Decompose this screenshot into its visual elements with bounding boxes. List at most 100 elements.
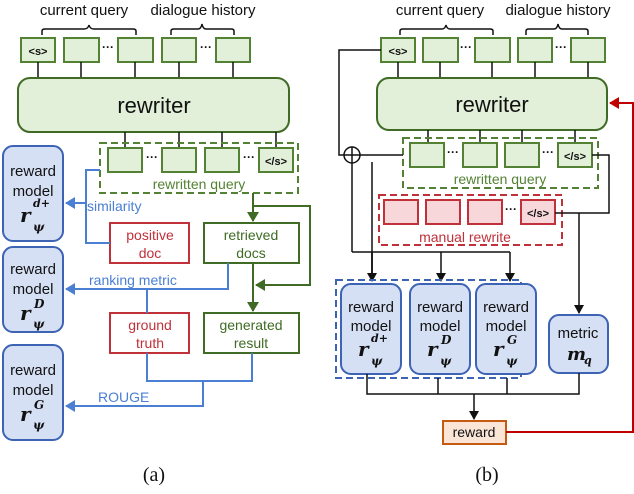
combine-icon bbox=[343, 146, 361, 164]
manual-end-token bbox=[520, 199, 556, 225]
reward-subscript: ψ bbox=[440, 354, 452, 368]
generated-result-label: generated bbox=[219, 317, 282, 333]
reward-model-line2: model bbox=[420, 318, 461, 335]
reward-model-line1: reward bbox=[483, 299, 529, 316]
ground-truth-label: ground bbox=[128, 317, 172, 333]
history-token bbox=[215, 37, 251, 63]
reward-superscript: D bbox=[440, 333, 452, 347]
history-token bbox=[161, 37, 197, 63]
metric-symbol: m bbox=[567, 344, 586, 365]
rewriter-label: rewriter bbox=[117, 93, 190, 118]
dialogue-history-brace bbox=[170, 23, 235, 35]
manual-rewrite-group bbox=[378, 194, 563, 246]
ellipsis: ··· bbox=[447, 145, 459, 159]
reward-model-line1: reward bbox=[10, 261, 56, 278]
ground-truth-box bbox=[109, 312, 190, 354]
rewritten-query-group bbox=[99, 142, 299, 194]
positive-doc-label: doc bbox=[139, 245, 162, 261]
dialogue-history-label: dialogue history bbox=[150, 2, 256, 19]
end-token-label: </s> bbox=[265, 156, 287, 168]
reward-model-G: reward model r G ψ bbox=[475, 283, 537, 375]
metric-label: metric bbox=[558, 325, 599, 342]
reward-model-line2: model bbox=[13, 382, 54, 399]
start-token-label: <s> bbox=[389, 46, 408, 58]
dialogue-history-label: dialogue history bbox=[505, 2, 611, 19]
ellipsis: ··· bbox=[555, 40, 567, 54]
rewriter-label: rewriter bbox=[455, 92, 528, 117]
feedback-arrow bbox=[506, 97, 634, 433]
reward-model-d-plus: reward model r d+ ψ bbox=[2, 145, 64, 242]
current-query-label: current query bbox=[40, 2, 129, 19]
panel-a: current query dialogue history <s> ··· ·… bbox=[2, 2, 311, 486]
end-token bbox=[258, 147, 294, 173]
query-token bbox=[422, 37, 459, 63]
ellipsis: ··· bbox=[200, 40, 212, 54]
caption-b: (b) bbox=[475, 464, 498, 486]
reward-symbol: r bbox=[20, 402, 32, 426]
retrieved-docs-label: docs bbox=[236, 245, 266, 261]
rouge-label: ROUGE bbox=[98, 389, 149, 405]
reward-symbol: r bbox=[20, 301, 32, 325]
ellipsis: ··· bbox=[102, 40, 114, 54]
rewritten-token bbox=[504, 142, 540, 168]
retrieved-docs-label: retrieved bbox=[224, 227, 278, 243]
manual-rewrite-label: manual rewrite bbox=[419, 229, 511, 245]
current-query-label: current query bbox=[396, 2, 485, 19]
reward-superscript: G bbox=[34, 398, 44, 412]
reward-superscript: d+ bbox=[371, 332, 388, 345]
generated-result-label: result bbox=[234, 335, 268, 351]
history-token bbox=[570, 37, 606, 63]
reward-signal-arrows bbox=[65, 169, 253, 412]
positive-doc-label: positive bbox=[126, 227, 174, 243]
rewriter-block bbox=[376, 77, 608, 131]
rewriter-block bbox=[17, 77, 290, 133]
reward-symbol: r bbox=[20, 203, 32, 227]
reward-superscript: d+ bbox=[33, 197, 50, 210]
reward-model-line1: reward bbox=[417, 299, 463, 316]
panel-b: current query dialogue history <s> ··· ·… bbox=[335, 2, 634, 486]
query-token bbox=[63, 37, 100, 63]
dialogue-history-brace bbox=[525, 23, 589, 35]
reward-subscript: ψ bbox=[33, 418, 45, 432]
history-token bbox=[517, 37, 553, 63]
query-token bbox=[474, 37, 511, 63]
rewritten-query-group bbox=[402, 137, 599, 189]
reward-subscript: ψ bbox=[33, 317, 45, 331]
current-query-brace bbox=[399, 24, 494, 35]
reward-model-G: reward model r G ψ bbox=[2, 344, 64, 441]
positive-doc-box bbox=[109, 222, 190, 264]
retrieved-docs-box bbox=[203, 222, 300, 264]
reward-model-line2: model bbox=[486, 318, 527, 335]
similarity-label: similarity bbox=[87, 198, 141, 214]
reward-superscript: G bbox=[507, 333, 517, 347]
reward-model-D: reward model r D ψ bbox=[409, 283, 471, 375]
reward-model-line1: reward bbox=[10, 163, 56, 180]
reward-symbol: r bbox=[493, 337, 505, 361]
rewritten-token bbox=[107, 147, 143, 173]
reward-model-line2: model bbox=[351, 318, 392, 335]
start-token-label: <s> bbox=[29, 46, 48, 58]
reward-subscript: ψ bbox=[506, 354, 518, 368]
metric-subscript: q bbox=[584, 354, 592, 367]
ellipsis: ··· bbox=[460, 40, 472, 54]
reward-subscript: ψ bbox=[371, 354, 383, 368]
reward-symbol: r bbox=[358, 337, 370, 361]
manual-token bbox=[383, 199, 419, 225]
rewritten-query-label: rewritten query bbox=[153, 176, 246, 192]
retrieval-flow-arrows bbox=[247, 193, 311, 312]
reward-symbol: r bbox=[427, 337, 439, 361]
rewritten-query-label: rewritten query bbox=[454, 171, 547, 187]
current-query-brace bbox=[41, 24, 137, 35]
reward-label: reward bbox=[453, 424, 496, 440]
ellipsis: ··· bbox=[505, 202, 517, 216]
input-connectors bbox=[37, 62, 234, 78]
reward-model-line1: reward bbox=[348, 299, 394, 316]
reward-model-line2: model bbox=[13, 281, 54, 298]
end-token-label: </s> bbox=[527, 208, 549, 220]
ellipsis: ··· bbox=[146, 150, 158, 164]
metric-box: metric m q bbox=[548, 314, 609, 374]
ellipsis: ··· bbox=[542, 145, 554, 159]
reward-superscript: D bbox=[33, 297, 45, 311]
ellipsis: ··· bbox=[243, 150, 255, 164]
